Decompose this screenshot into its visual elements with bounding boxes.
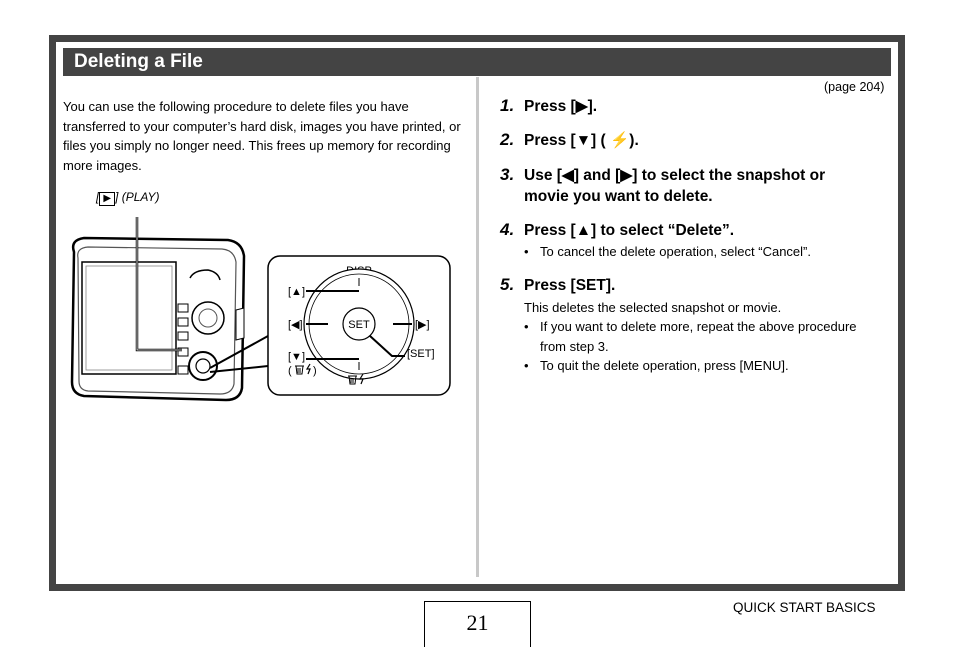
step-3: 3.Use [◀] and [▶] to select the snapshot…: [500, 165, 826, 205]
intro-paragraph: You can use the following procedure to d…: [63, 99, 461, 173]
trash-flash-icon: ( ): [288, 363, 317, 377]
svg-text:): ): [313, 365, 317, 377]
section-title: Deleting a File: [74, 51, 203, 72]
right-button-label: [▶]: [415, 319, 430, 331]
play-icon: ▶: [99, 192, 116, 206]
svg-text:(: (: [288, 365, 292, 377]
step-2: 2.Press [▼] ( ⚡).: [500, 130, 639, 149]
down-button-label: [▼]: [288, 351, 305, 363]
left-button-label: [◀]: [288, 319, 303, 331]
play-button-caption: [▶] (PLAY): [96, 190, 160, 206]
step-5-bullet: •If you want to delete more, repeat the …: [524, 319, 857, 354]
step-4: 4.Press [▲] to select “Delete”.: [500, 220, 735, 239]
camera-body: [70, 236, 246, 402]
page-number: 21: [466, 610, 489, 635]
step-1: 1.Press [▶].: [500, 96, 598, 115]
set-button-label: SET: [348, 319, 370, 331]
page-number-box: 21: [424, 601, 531, 647]
control-dial-inset: DISP SET [▲] [◀] [▶] [▼] [SET] ( ): [267, 255, 451, 396]
step-5-bullet: •To quit the delete operation, press [ME…: [524, 358, 789, 373]
trash-flash-icon-dial: [348, 373, 364, 385]
step-5: 5.Press [SET].: [500, 275, 616, 294]
set-bracket-label: [SET]: [407, 348, 435, 360]
step-4-bullet: •To cancel the delete operation, select …: [524, 244, 811, 259]
up-button-label: [▲]: [288, 286, 305, 298]
section-name: QUICK START BASICS: [733, 600, 876, 615]
page-reference: (page 204): [824, 80, 885, 94]
camera-illustration: DISP SET [▲] [◀] [▶] [▼] [SET] ( ): [70, 217, 451, 402]
column-divider: [476, 77, 479, 577]
section-header: Deleting a File: [63, 48, 891, 76]
step-5-note: This deletes the selected snapshot or mo…: [524, 300, 782, 315]
